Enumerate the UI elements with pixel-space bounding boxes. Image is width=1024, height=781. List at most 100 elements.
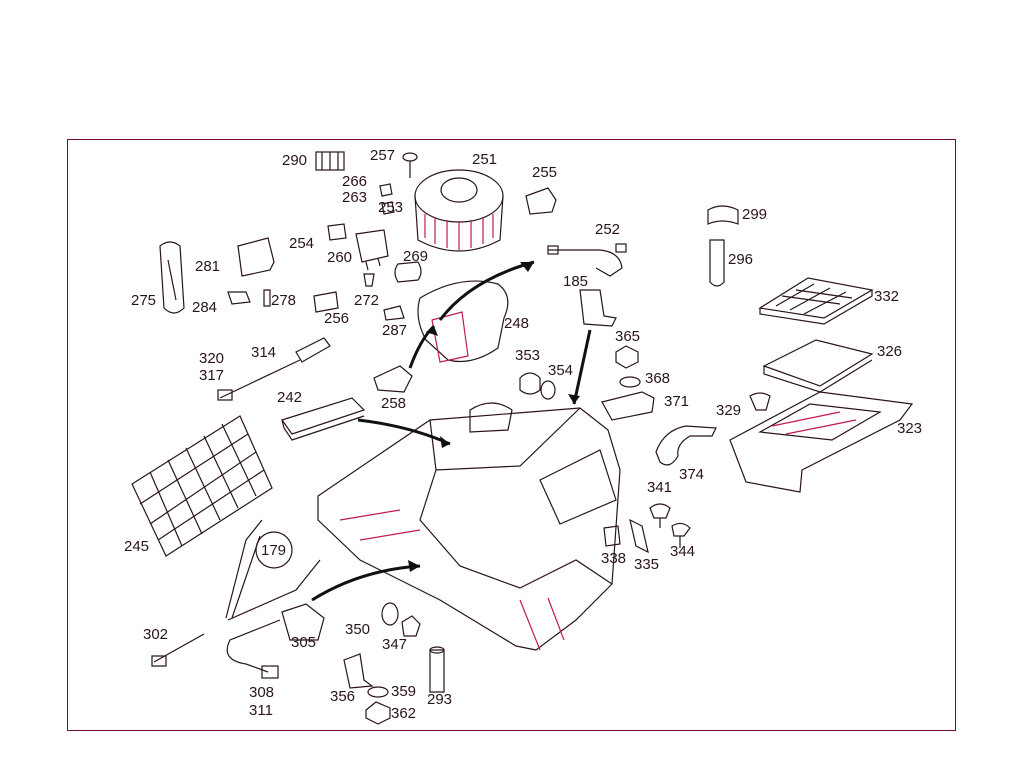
label-254: 254 xyxy=(289,235,315,252)
label-302: 302 xyxy=(143,626,169,643)
part-302-probe-icon xyxy=(151,633,205,667)
part-278-stud-icon xyxy=(263,289,271,307)
part-354-ring-icon xyxy=(540,380,556,400)
part-269-plug-icon xyxy=(394,261,422,283)
label-281: 281 xyxy=(195,258,221,275)
part-275-strap-icon xyxy=(159,241,185,314)
part-251-blower-motor-icon xyxy=(414,169,504,252)
label-248: 248 xyxy=(504,315,530,332)
label-350: 350 xyxy=(345,621,371,638)
part-371-bracket-icon xyxy=(601,391,655,421)
label-374: 374 xyxy=(679,466,705,483)
part-305-actuator-icon xyxy=(281,603,325,641)
part-263-clip-icon xyxy=(381,201,395,215)
part-258-gasket-icon xyxy=(373,365,413,393)
part-299-clamp-icon xyxy=(707,205,739,225)
label-305: 305 xyxy=(291,634,317,651)
label-311: 311 xyxy=(249,702,273,719)
label-245: 245 xyxy=(124,538,150,555)
label-368: 368 xyxy=(645,370,671,387)
label-296: 296 xyxy=(728,251,754,268)
arrow-242-to-unit xyxy=(357,418,451,446)
label-332: 332 xyxy=(874,288,900,305)
label-320: 320 xyxy=(199,350,225,367)
diagram-frame xyxy=(67,139,956,731)
part-359-washer-icon xyxy=(367,686,389,698)
label-179: 179 xyxy=(261,542,287,559)
label-335: 335 xyxy=(634,556,660,573)
arrowheads xyxy=(408,262,580,572)
label-185: 185 xyxy=(563,273,589,290)
flow-arrows xyxy=(311,260,592,602)
part-326-filter-icon xyxy=(762,339,874,393)
part-252-harness-icon xyxy=(548,249,623,277)
part-257-screw-icon xyxy=(402,152,418,178)
label-323: 323 xyxy=(897,420,923,437)
label-269: 269 xyxy=(403,248,429,265)
arrow-185-to-unit xyxy=(572,329,592,405)
part-245-evaporator-icon xyxy=(131,415,273,557)
label-347: 347 xyxy=(382,636,408,653)
label-258: 258 xyxy=(381,395,407,412)
part-332-filter-frame-icon xyxy=(758,277,874,325)
label-263: 263 xyxy=(342,189,368,206)
part-179-pipe-icon xyxy=(225,519,321,621)
part-323-filter-housing-icon xyxy=(729,391,914,493)
part-365-nut-icon xyxy=(615,345,639,369)
label-255: 255 xyxy=(532,164,558,181)
label-359: 359 xyxy=(391,683,417,700)
part-284-nut-icon xyxy=(227,291,251,305)
label-344: 344 xyxy=(670,543,696,560)
part-293-tube-icon xyxy=(429,649,445,693)
label-266: 266 xyxy=(342,173,368,190)
label-256: 256 xyxy=(324,310,350,327)
part-185-bracket-icon xyxy=(579,289,617,327)
part-281-cover-icon xyxy=(237,237,275,277)
part-242-filter-pad-icon xyxy=(281,397,366,441)
part-296-sensor-icon xyxy=(709,239,725,287)
part-344-screw-icon xyxy=(671,522,691,548)
part-260-resistor-icon xyxy=(355,229,389,271)
label-293: 293 xyxy=(427,691,453,708)
part-338-clip-icon xyxy=(603,525,621,547)
part-308-cable-icon xyxy=(226,619,281,673)
label-356: 356 xyxy=(330,688,356,705)
main-hvac-unit-icon xyxy=(317,402,621,651)
label-284: 284 xyxy=(192,299,218,316)
part-287-clip-icon xyxy=(383,305,405,321)
label-275: 275 xyxy=(131,292,157,309)
label-341: 341 xyxy=(647,479,673,496)
part-341-screw-icon xyxy=(649,503,671,528)
label-252: 252 xyxy=(595,221,621,238)
arrow-179-to-unit xyxy=(311,564,421,602)
label-354: 354 xyxy=(548,362,574,379)
part-368-washer-icon xyxy=(619,376,641,388)
label-242: 242 xyxy=(277,389,303,406)
label-299: 299 xyxy=(742,206,768,223)
part-256-connector-icon xyxy=(313,291,339,313)
part-329-clip-icon xyxy=(749,392,771,411)
label-314: 314 xyxy=(251,344,277,361)
label-326: 326 xyxy=(877,343,903,360)
part-266-clip-icon xyxy=(379,183,393,197)
part-314-sensor-icon xyxy=(217,337,331,401)
label-371: 371 xyxy=(664,393,690,410)
label-308: 308 xyxy=(249,684,275,701)
label-272: 272 xyxy=(354,292,380,309)
label-317: 317 xyxy=(199,367,225,384)
label-329: 329 xyxy=(716,402,742,419)
label-290: 290 xyxy=(282,152,308,169)
part-356-bracket-icon xyxy=(343,653,374,689)
part-179-callout-icon xyxy=(255,531,293,569)
part-255-bracket-icon xyxy=(525,187,557,215)
part-374-bracket-icon xyxy=(655,425,717,466)
label-362: 362 xyxy=(391,705,417,722)
part-353-grommet-icon xyxy=(519,372,541,395)
label-365: 365 xyxy=(615,328,641,345)
label-253: 253 xyxy=(378,199,404,216)
label-251: 251 xyxy=(472,151,498,168)
part-350-washer-icon xyxy=(381,602,399,626)
label-257: 257 xyxy=(370,147,396,164)
label-278: 278 xyxy=(271,292,297,309)
